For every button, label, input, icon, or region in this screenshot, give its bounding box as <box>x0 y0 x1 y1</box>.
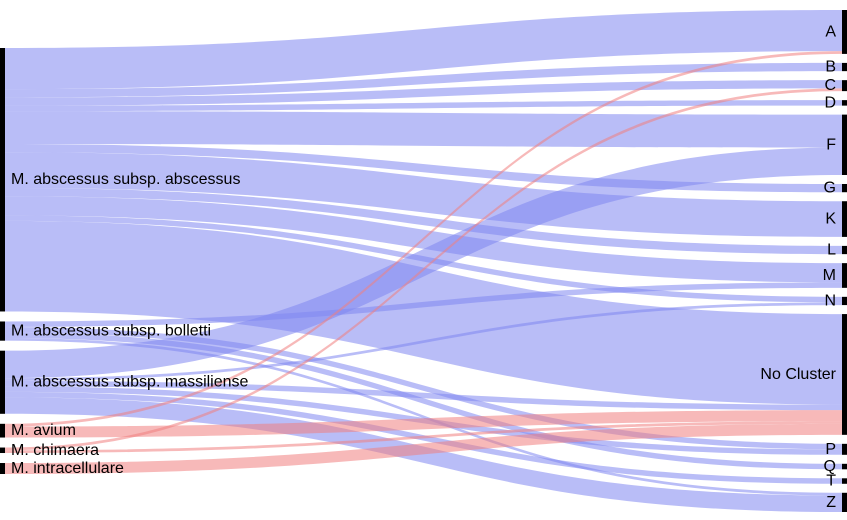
target-node-A[interactable] <box>842 10 847 54</box>
link-massiliense-to-Z[interactable] <box>5 397 842 512</box>
source-label-massiliense: M. abscessus subsp. massiliense <box>11 374 249 391</box>
target-node-M[interactable] <box>842 263 847 288</box>
target-label-L: L <box>827 242 836 259</box>
target-label-P: P <box>825 441 836 458</box>
target-node-P[interactable] <box>842 443 847 455</box>
link-abscessus-to-NC[interactable] <box>5 220 842 405</box>
link-abscessus-to-L[interactable] <box>5 187 842 255</box>
link-chimaera-to-C[interactable] <box>5 88 842 451</box>
target-node-D[interactable] <box>842 100 847 106</box>
source-label-intracellulare: M. intracellulare <box>11 460 124 477</box>
target-label-B: B <box>825 59 836 76</box>
sankey-links <box>5 10 842 512</box>
link-bolletti-to-M[interactable] <box>5 282 842 327</box>
link-avium-to-NC[interactable] <box>5 410 842 438</box>
link-massiliense-to-NC[interactable] <box>5 380 842 411</box>
link-abscessus-to-B[interactable] <box>5 62 842 98</box>
source-node-massiliense[interactable] <box>0 350 5 414</box>
target-node-Q[interactable] <box>842 463 847 470</box>
target-node-K[interactable] <box>842 201 847 237</box>
target-label-A: A <box>825 23 836 40</box>
link-abscessus-to-A[interactable] <box>5 10 842 90</box>
source-label-abscessus: M. abscessus subsp. abscessus <box>11 171 240 188</box>
source-node-intracellulare[interactable] <box>0 463 5 474</box>
target-label-Q: Q <box>824 458 836 475</box>
target-node-L[interactable] <box>842 245 847 255</box>
source-label-bolletti: M. abscessus subsp. bolletti <box>11 323 211 340</box>
target-label-D: D <box>824 94 836 111</box>
source-node-bolletti[interactable] <box>0 321 5 341</box>
target-label-F: F <box>826 136 836 153</box>
target-label-C: C <box>824 77 836 94</box>
target-node-C[interactable] <box>842 80 847 92</box>
source-node-avium[interactable] <box>0 423 5 438</box>
target-label-N: N <box>824 292 836 309</box>
target-label-NC: No Cluster <box>760 366 836 383</box>
target-label-Z: Z <box>826 494 836 511</box>
link-massiliense-to-N[interactable] <box>5 302 842 381</box>
target-node-N[interactable] <box>842 296 847 306</box>
target-node-G[interactable] <box>842 183 847 193</box>
target-node-B[interactable] <box>842 62 847 72</box>
target-label-T: T <box>826 473 836 490</box>
sankey-nodes <box>0 10 847 512</box>
source-node-chimaera[interactable] <box>0 447 5 454</box>
link-bolletti-to-P[interactable] <box>5 326 842 450</box>
link-bolletti-to-Z[interactable] <box>5 337 842 496</box>
link-abscessus-to-K[interactable] <box>5 152 842 237</box>
link-intracellulare-to-NC[interactable] <box>5 423 842 474</box>
link-abscessus-to-F[interactable] <box>5 111 842 148</box>
target-node-F[interactable] <box>842 114 847 175</box>
link-bolletti-to-Q[interactable] <box>5 332 842 470</box>
sankey-labels: M. abscessus subsp. abscessus M. abscessu… <box>11 23 837 510</box>
link-abscessus-to-D[interactable] <box>5 100 842 112</box>
source-label-chimaera: M. chimaera <box>11 442 99 459</box>
target-label-G: G <box>824 180 836 197</box>
target-node-T[interactable] <box>842 478 847 484</box>
link-massiliense-to-F[interactable] <box>5 147 842 379</box>
link-avium-to-A[interactable] <box>5 51 842 427</box>
target-label-K: K <box>825 211 836 228</box>
link-chimaera-to-NC[interactable] <box>5 421 842 454</box>
source-node-abscessus[interactable] <box>0 48 5 312</box>
source-label-avium: M. avium <box>11 422 76 439</box>
target-label-M: M <box>823 267 836 284</box>
target-node-NC[interactable] <box>842 314 847 435</box>
target-node-Z[interactable] <box>842 492 847 512</box>
link-abscessus-to-C[interactable] <box>5 80 842 106</box>
